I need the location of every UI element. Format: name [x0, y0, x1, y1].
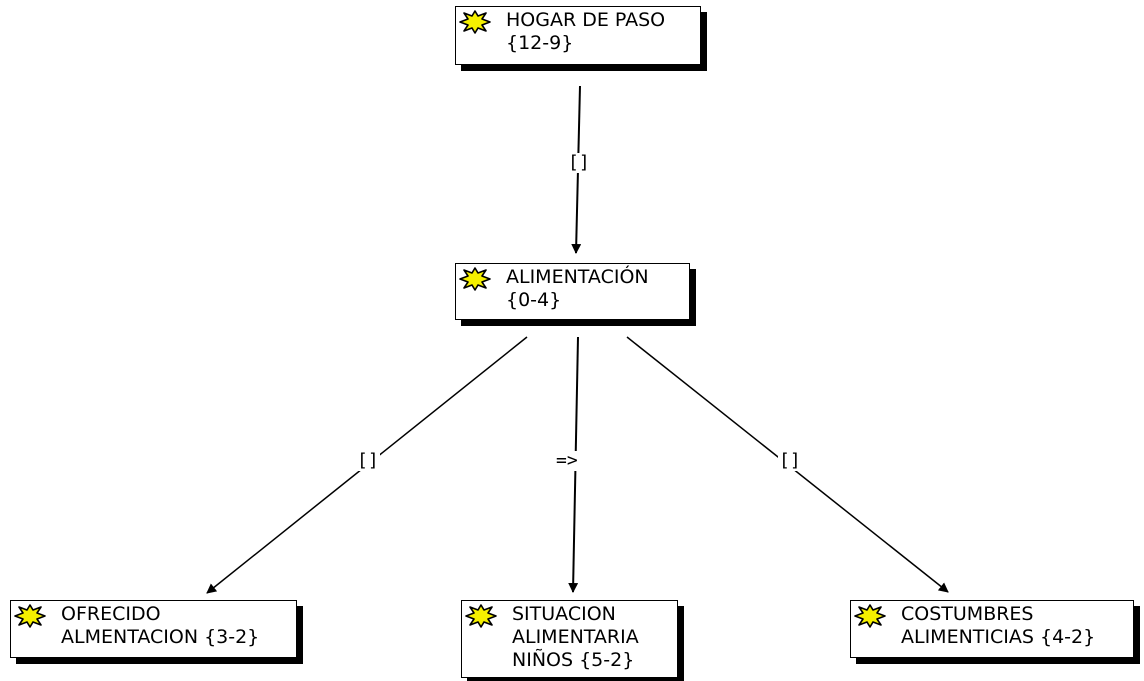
node-label: HOGAR DE PASO {12-9}: [506, 9, 666, 54]
edge-label-alimentacion-costumbres: []: [778, 450, 802, 471]
node-label: COSTUMBRES ALIMENTICIAS {4-2}: [901, 603, 1096, 648]
node-hogar-de-paso[interactable]: HOGAR DE PASO {12-9}: [455, 6, 701, 65]
node-label: OFRECIDO ALMENTACION {3-2}: [61, 603, 260, 648]
node-alimentacion[interactable]: ALIMENTACIÓN {0-4}: [455, 263, 690, 320]
node-label: SITUACION ALIMENTARIA NIÑOS {5-2}: [512, 603, 639, 671]
edge-label-alimentacion-situacion: =>: [555, 450, 579, 471]
edge-label-hogar-alimentacion: []: [567, 152, 591, 173]
node-label: ALIMENTACIÓN {0-4}: [506, 266, 649, 311]
yellow-star-icon: [465, 604, 497, 628]
yellow-star-icon: [854, 604, 886, 628]
node-situacion-alimentaria-ninos[interactable]: SITUACION ALIMENTARIA NIÑOS {5-2}: [461, 600, 678, 678]
node-ofrecido-almentacion[interactable]: OFRECIDO ALMENTACION {3-2}: [10, 600, 297, 658]
node-costumbres-alimenticias[interactable]: COSTUMBRES ALIMENTICIAS {4-2}: [850, 600, 1134, 658]
yellow-star-icon: [459, 10, 491, 34]
edge-label-alimentacion-ofrecido: []: [356, 450, 380, 471]
yellow-star-icon: [459, 267, 491, 291]
yellow-star-icon: [14, 604, 46, 628]
